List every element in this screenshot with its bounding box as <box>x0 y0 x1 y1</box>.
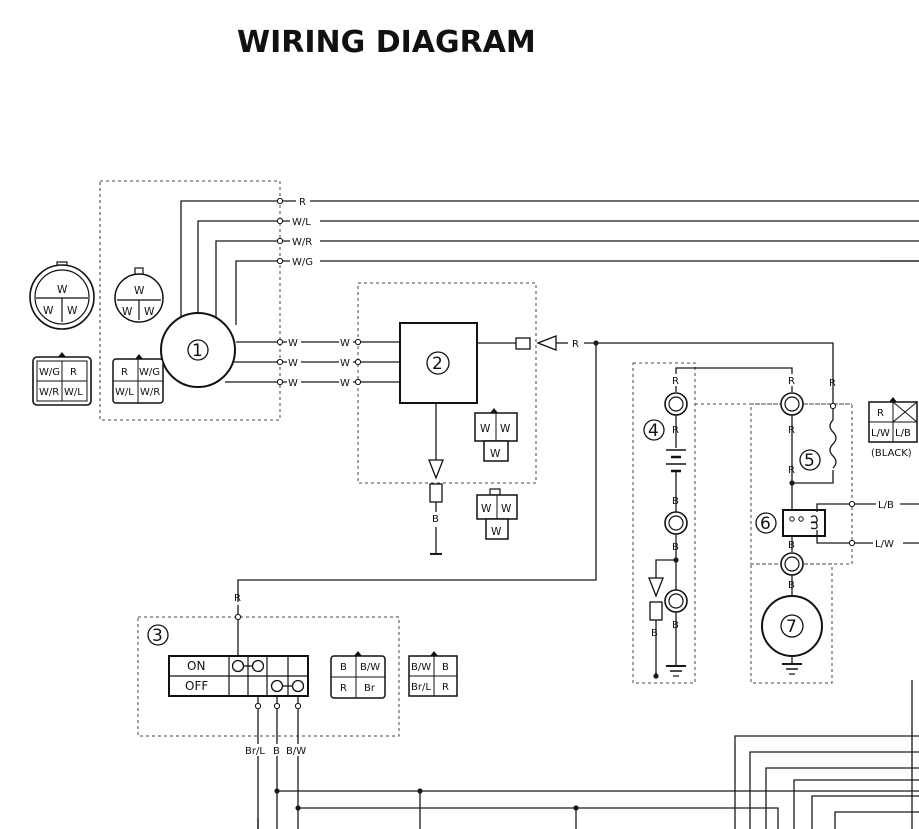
component-6-label: 6 <box>760 514 771 534</box>
group-box-7 <box>750 563 833 684</box>
page-title: WIRING DIAGRAM <box>237 25 536 60</box>
component-1-label: 1 <box>192 341 203 361</box>
battery-icon <box>666 449 686 473</box>
component-2-label: 2 <box>432 354 443 374</box>
svg-text:L/B: L/B <box>895 428 911 439</box>
wire-label-lb: L/B <box>878 500 894 511</box>
switch-on-label: ON <box>187 659 205 673</box>
svg-text:W/R: W/R <box>39 387 59 398</box>
wire-label-w3: W <box>288 378 298 389</box>
wire-label-r-switch: R <box>234 593 241 604</box>
wire-label-b-rect: B <box>432 514 439 525</box>
svg-text:W: W <box>491 526 502 538</box>
svg-text:R: R <box>340 683 347 694</box>
wire-label-wg: W/G <box>292 257 313 268</box>
wire-label-r-bat2: R <box>788 376 795 387</box>
svg-text:W/G: W/G <box>139 367 160 378</box>
wire-label-r-fuse1: R <box>788 425 795 436</box>
svg-text:W: W <box>67 305 78 317</box>
svg-text:W: W <box>501 503 512 515</box>
wire-label-b-bat4: B <box>672 620 679 631</box>
svg-text:R: R <box>877 408 884 419</box>
wire-label-bw: B/W <box>286 746 306 757</box>
svg-text:W: W <box>122 306 133 318</box>
wire-label-w2: W <box>288 358 298 369</box>
svg-text:W: W <box>144 306 155 318</box>
group-box-4 <box>632 362 696 684</box>
wire-label-b-bat1: B <box>672 496 679 507</box>
wire-label-r-fuse3: R <box>829 378 836 389</box>
svg-text:W: W <box>57 284 68 296</box>
wire-label-b-relay: B <box>788 540 795 551</box>
wire-label-wr: W/R <box>292 237 312 248</box>
wire-label-b-switch: B <box>273 746 280 757</box>
wire-label-w4: W <box>340 338 350 349</box>
wire-label-b-bat3: B <box>651 628 658 639</box>
switch-off-label: OFF <box>185 679 208 693</box>
wire-label-r-rect: R <box>572 339 579 350</box>
component-4-label: 4 <box>648 421 659 441</box>
connector-icon: W W W <box>476 488 518 540</box>
svg-text:Br: Br <box>364 683 376 694</box>
wire-label-r-bat1: R <box>672 376 679 387</box>
main-switch-table: ON OFF <box>168 655 309 697</box>
svg-text:B: B <box>442 662 449 673</box>
svg-text:R: R <box>442 682 449 693</box>
svg-text:Br/L: Br/L <box>411 682 431 693</box>
svg-text:W: W <box>481 503 492 515</box>
wire-label-b-bat2: B <box>672 542 679 553</box>
wire-label-wl: W/L <box>292 217 311 228</box>
connector-icon: B B/W R Br <box>330 651 386 699</box>
wire-label-lw: L/W <box>875 539 894 550</box>
svg-text:B/W: B/W <box>360 662 380 673</box>
connector-icon: W W W <box>474 408 518 462</box>
wire-label-r-top: R <box>299 197 306 208</box>
connector-color-note: (BLACK) <box>871 448 912 459</box>
component-7-label: 7 <box>786 617 797 637</box>
svg-text:W: W <box>490 448 501 460</box>
wire-label-r-fuse2: R <box>788 465 795 476</box>
svg-text:R: R <box>121 367 128 378</box>
wire-label-w5: W <box>340 358 350 369</box>
svg-text:R: R <box>70 367 77 378</box>
svg-text:W/R: W/R <box>140 387 160 398</box>
connector-icon: W/G R W/R W/L <box>32 352 92 406</box>
svg-text:L/W: L/W <box>871 428 890 439</box>
component-5-label: 5 <box>804 451 815 471</box>
svg-text:B: B <box>340 662 347 673</box>
group-box-5 <box>750 403 853 565</box>
svg-text:W/L: W/L <box>64 387 83 398</box>
connector-icon: R L/W L/B <box>868 397 918 443</box>
svg-text:B/W: B/W <box>411 662 431 673</box>
wire-label-b-motor: B <box>788 580 795 591</box>
svg-text:W: W <box>500 423 511 435</box>
connector-icon: B/W B Br/L R <box>408 651 458 697</box>
fuse-icon <box>829 419 837 469</box>
connector-icon: R W/G W/L W/R <box>112 354 164 404</box>
group-box-1 <box>99 180 281 421</box>
component-6-relay <box>782 509 826 537</box>
connector-icon: W W W <box>114 267 164 323</box>
svg-text:W/G: W/G <box>39 367 60 378</box>
wire-label-r-bat3: R <box>672 425 679 436</box>
svg-text:W: W <box>134 285 145 297</box>
wire-label-w6: W <box>340 378 350 389</box>
component-3-label: 3 <box>152 626 163 646</box>
wire-label-brl: Br/L <box>245 746 265 757</box>
connector-icon: W W W <box>29 261 95 330</box>
group-box-3 <box>137 616 400 737</box>
svg-text:W/L: W/L <box>115 387 134 398</box>
svg-text:W: W <box>480 423 491 435</box>
svg-text:W: W <box>43 305 54 317</box>
wire-label-w1: W <box>288 338 298 349</box>
